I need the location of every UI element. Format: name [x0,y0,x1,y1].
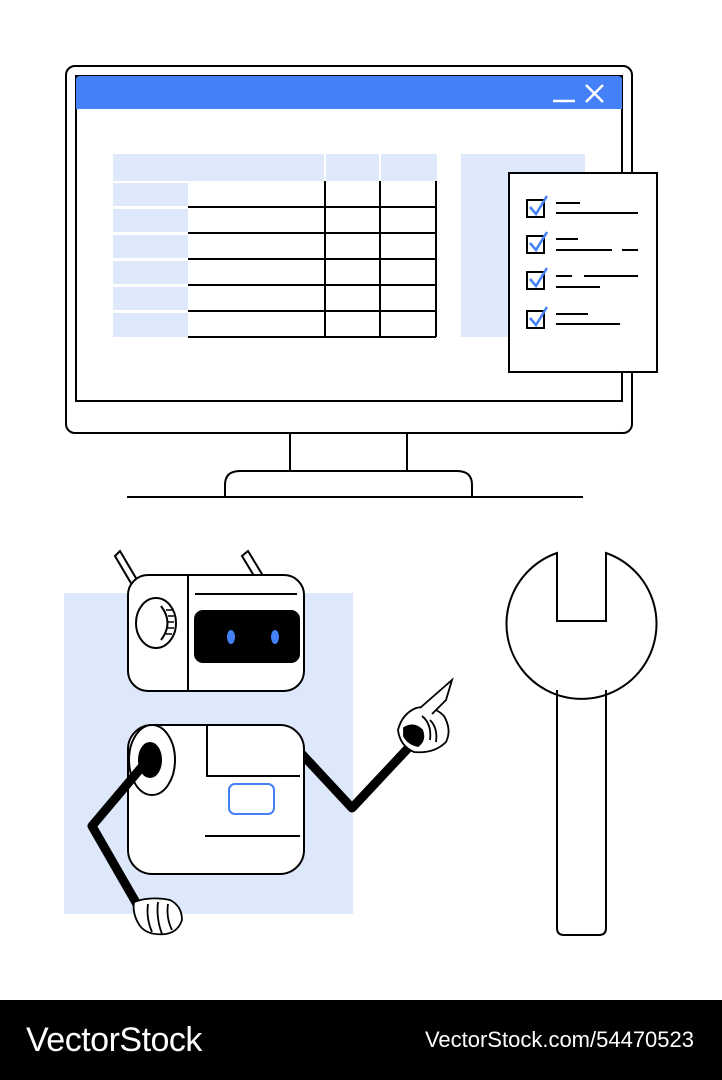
illustration [64,65,658,936]
robot-arm-right [295,739,417,813]
checklist-item [526,231,638,254]
robot-eye-left [227,630,235,644]
window-titlebar [76,76,622,109]
check-icon [529,267,549,289]
robot-hand-right [397,677,454,754]
wrench-icon [505,551,658,936]
checkbox[interactable] [526,271,545,290]
robot-ear [135,597,177,649]
brand-logo[interactable]: VectorStock [26,1020,202,1059]
table-grid [324,154,381,181]
robot-arm-left [87,757,151,911]
monitor-base [224,470,473,497]
checkbox[interactable] [526,310,545,329]
checklist-item [526,267,638,290]
table-header-bg [113,154,437,181]
close-icon[interactable] [585,84,604,103]
check-icon [529,231,549,253]
titlebar [76,76,622,109]
image-url[interactable]: VectorStock.com/54470523 [424,1027,694,1052]
robot-hand-left [132,897,183,936]
checklist-item [526,195,638,218]
table-lines [188,181,437,338]
checkbox[interactable] [526,199,545,218]
checklist-item [526,306,620,329]
robot-chest-button [228,783,275,815]
checkbox[interactable] [526,235,545,254]
robot-visor [194,610,300,663]
table-row-labels [113,183,188,337]
check-icon [529,195,549,217]
check-icon [529,306,549,328]
footer-bar: VectorStock VectorStock.com/54470523 [0,1000,722,1080]
robot-chest-panel [206,726,300,777]
robot-eye-right [271,630,279,644]
checklist-document [508,172,658,373]
robot [87,549,454,936]
